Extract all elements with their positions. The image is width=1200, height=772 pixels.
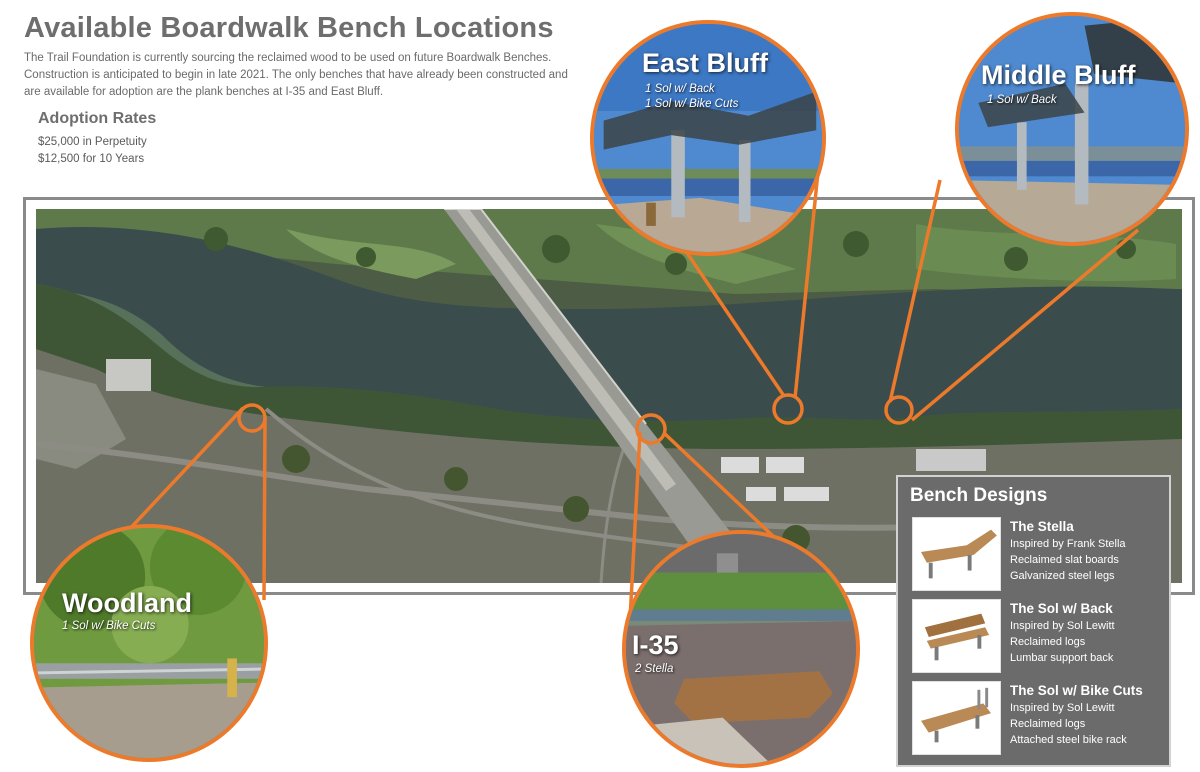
adoption-rates-heading: Adoption Rates [38, 110, 157, 127]
sol-back-bench-line-1: Inspired by Sol Lewitt [1010, 620, 1115, 632]
sol-back-bench-line-2: Reclaimed logs [1010, 636, 1086, 648]
east-bluff-detail-1: 1 Sol w/ Back [645, 83, 715, 95]
stella-bench-line-2: Reclaimed slat boards [1010, 554, 1119, 566]
east-bluff-title: East Bluff [642, 48, 769, 78]
i35-title: I-35 [632, 630, 679, 660]
sol-bike-cuts-bench-line-2: Reclaimed logs [1010, 718, 1086, 730]
bench-designs-heading: Bench Designs [910, 485, 1048, 506]
sol-back-bench-name: The Sol w/ Back [1010, 601, 1113, 616]
i35-detail-1: 2 Stella [635, 663, 674, 675]
woodland-photo [34, 528, 264, 758]
sol-bike-cuts-bench-line-1: Inspired by Sol Lewitt [1010, 702, 1115, 714]
page-title: Available Boardwalk Bench Locations [24, 12, 554, 44]
woodland-title: Woodland [62, 588, 192, 618]
middle-bluff-title: Middle Bluff [981, 60, 1136, 90]
stella-bench-name: The Stella [1010, 519, 1074, 534]
sol-bike-cuts-bench-line-3: Attached steel bike rack [1010, 734, 1127, 746]
middle-bluff-detail-1: 1 Sol w/ Back [987, 94, 1057, 106]
bench-design-stella: The Stella Inspired by Frank Stella Recl… [912, 517, 1162, 591]
i35-photo [626, 534, 856, 764]
adoption-rate-perpetuity: $25,000 in Perpetuity [38, 136, 147, 148]
stella-bench-line-1: Inspired by Frank Stella [1010, 538, 1126, 550]
east-bluff-photo-callout: East Bluff 1 Sol w/ Back 1 Sol w/ Bike C… [590, 20, 826, 256]
i35-photo-callout: I-35 2 Stella [622, 530, 860, 768]
intro-paragraph: The Trail Foundation is currently sourci… [24, 52, 568, 98]
sol-bike-cuts-bench-thumbnail [912, 681, 1001, 755]
sol-back-bench-line-3: Lumbar support back [1010, 652, 1114, 664]
middle-bluff-photo [959, 16, 1185, 242]
middle-bluff-photo-callout: Middle Bluff 1 Sol w/ Back [955, 12, 1189, 246]
sol-back-bench-thumbnail [912, 599, 1001, 673]
adoption-rate-ten-years: $12,500 for 10 Years [38, 153, 145, 165]
east-bluff-detail-2: 1 Sol w/ Bike Cuts [645, 98, 739, 110]
sol-bike-cuts-bench-name: The Sol w/ Bike Cuts [1010, 683, 1143, 698]
bench-designs-panel: Bench Designs The Stella Inspired by Fra… [896, 475, 1171, 767]
stella-bench-line-3: Galvanized steel legs [1010, 570, 1115, 582]
woodland-detail-1: 1 Sol w/ Bike Cuts [62, 620, 156, 632]
bench-design-sol-back: The Sol w/ Back Inspired by Sol Lewitt R… [912, 599, 1162, 673]
stella-bench-thumbnail [912, 517, 1001, 591]
bench-design-sol-bike-cuts: The Sol w/ Bike Cuts Inspired by Sol Lew… [912, 681, 1162, 755]
east-bluff-photo [594, 24, 822, 252]
woodland-photo-callout: Woodland 1 Sol w/ Bike Cuts [30, 524, 268, 762]
